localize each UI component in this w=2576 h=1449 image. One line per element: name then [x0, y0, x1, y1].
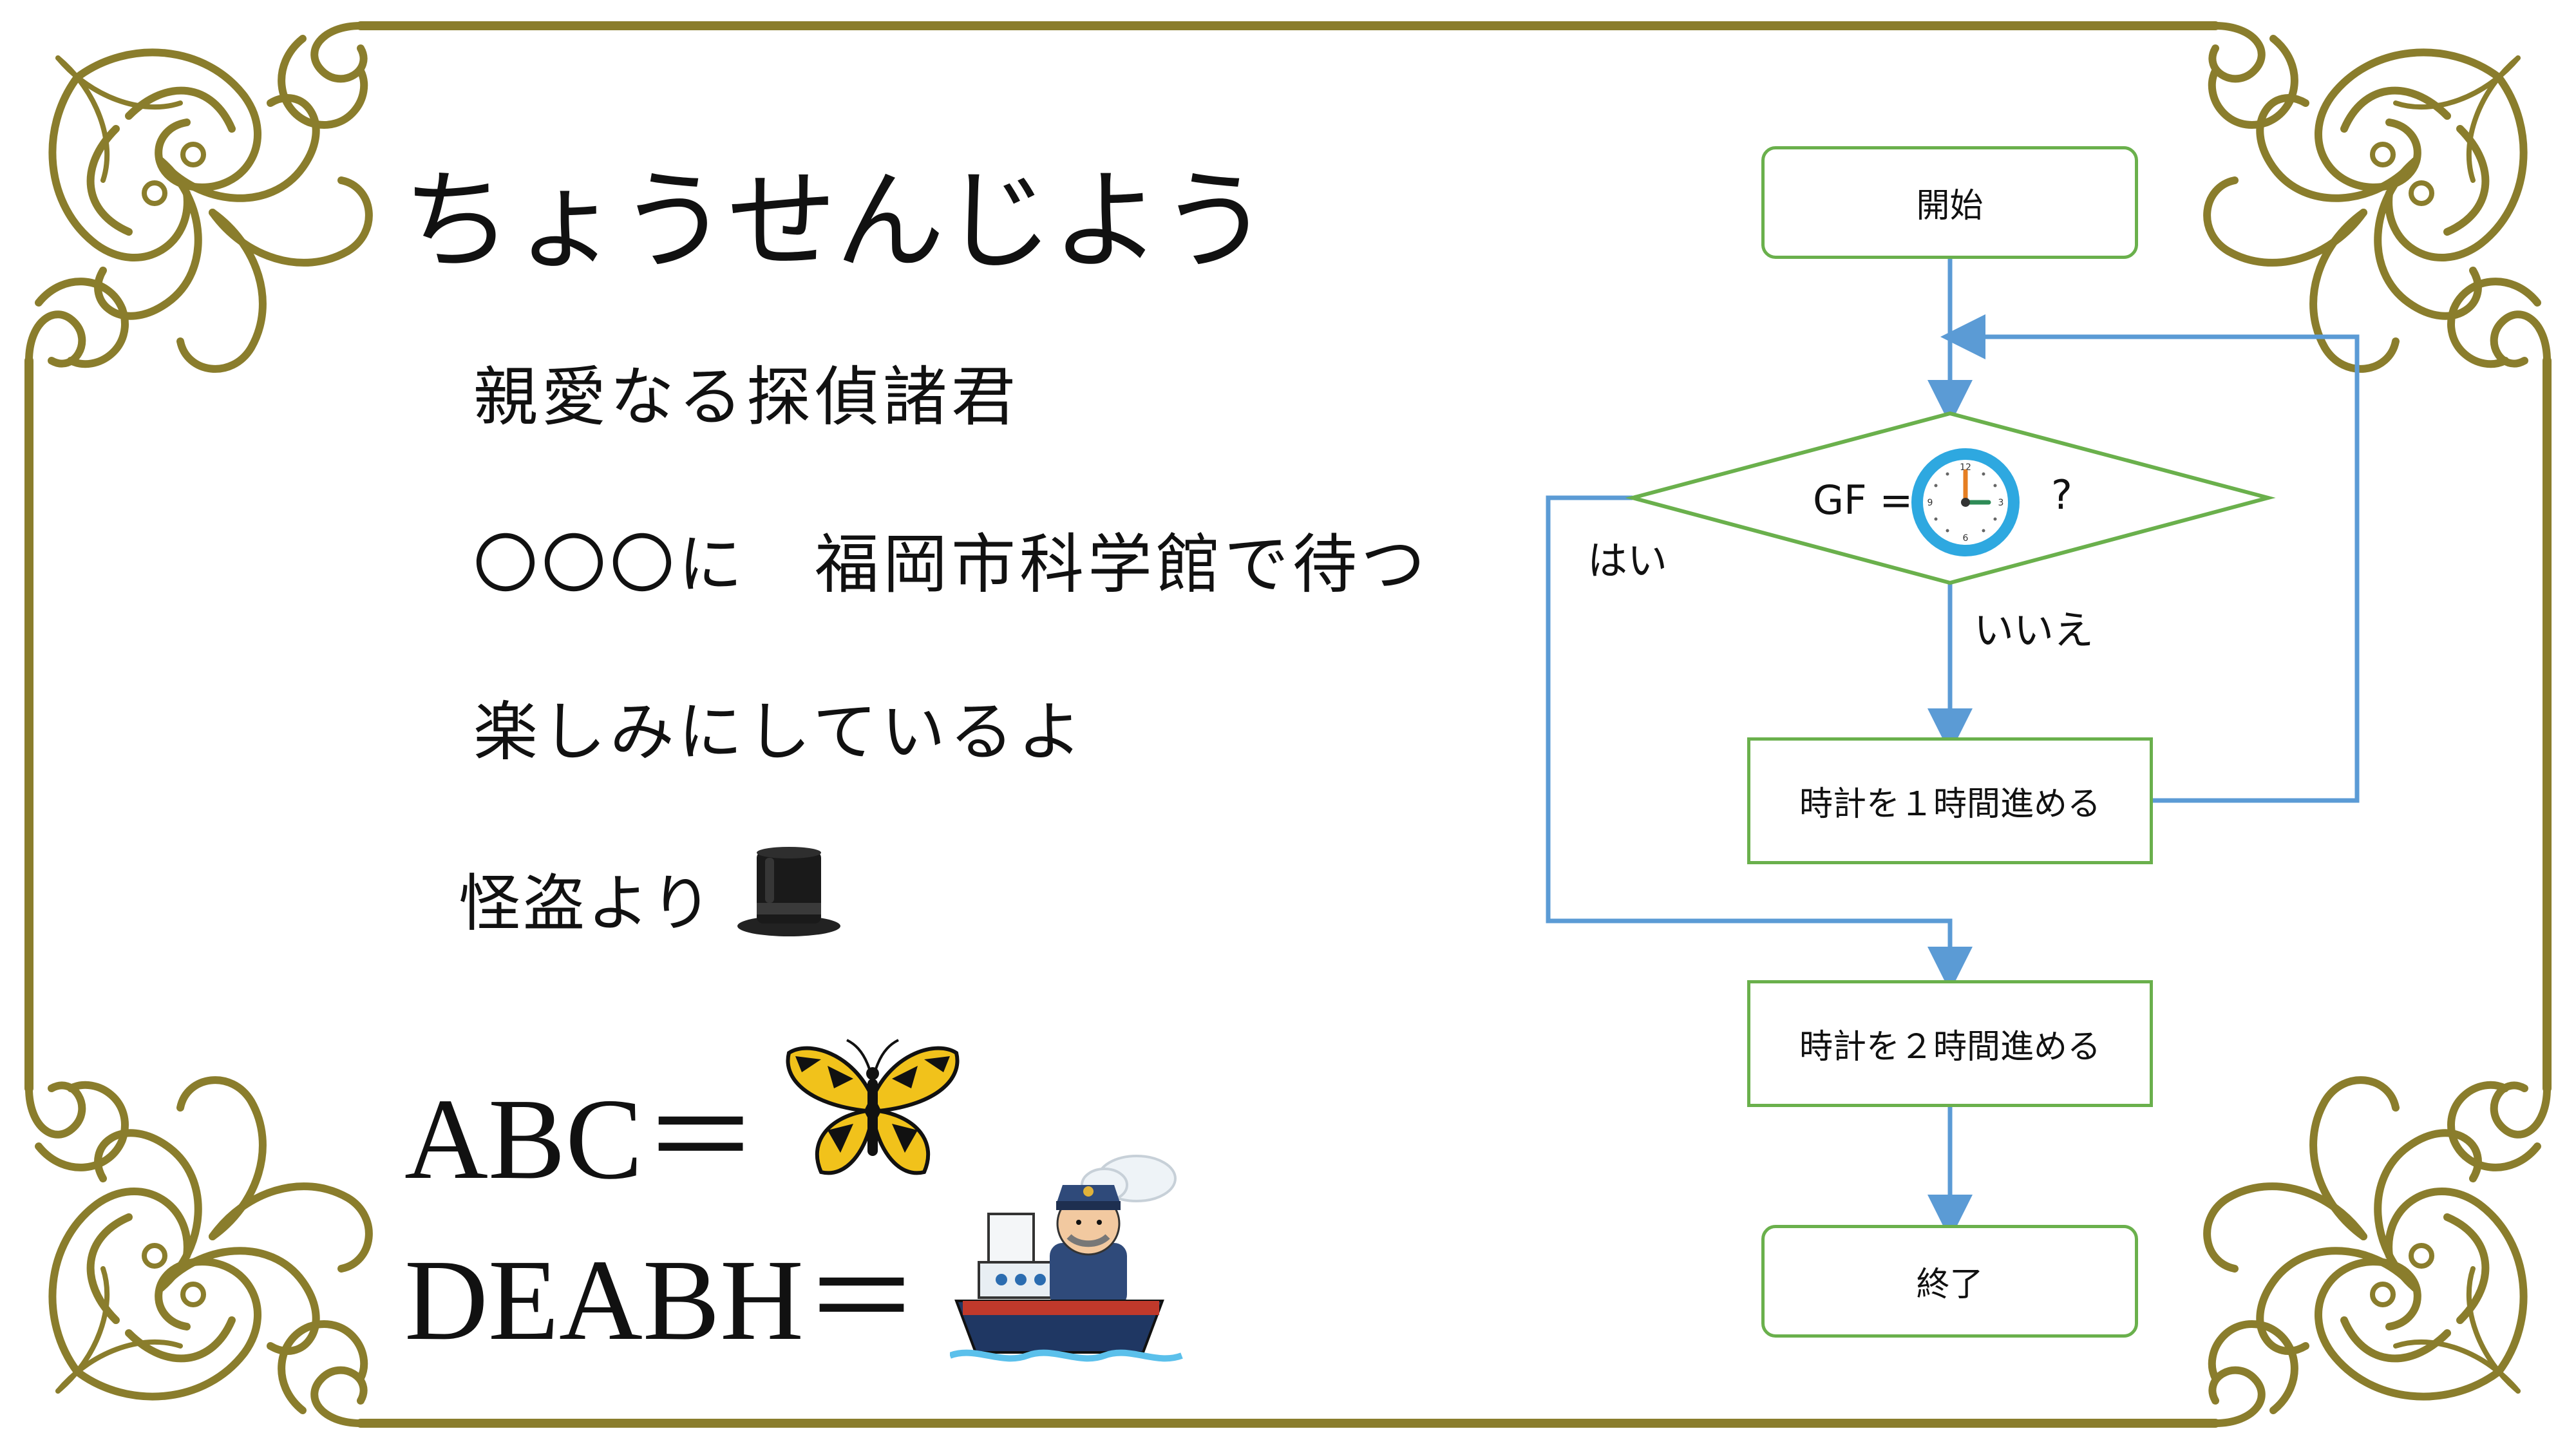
- letter-title: ちょうせんじよう: [402, 158, 1269, 285]
- letter-line-greeting: 親愛なる探偵諸君: [473, 359, 1019, 435]
- flow-end-box: 終了: [1761, 1225, 2138, 1338]
- equation-abc: ABC＝: [404, 1075, 759, 1203]
- yes-label: はい: [1587, 537, 1668, 584]
- letter-line-meeting: 〇〇〇に 福岡市科学館で待つ: [473, 527, 1429, 602]
- condition-suffix: ?: [2051, 471, 2072, 518]
- svg-text:9: 9: [1927, 498, 1933, 508]
- flow-end-label: 終了: [1916, 1265, 1984, 1304]
- svg-text:6: 6: [1963, 533, 1969, 544]
- flow-start-box: 開始: [1761, 146, 2138, 259]
- flow-start-label: 開始: [1916, 187, 1984, 225]
- flow-step1-box: 時計を１時間進める: [1747, 737, 2153, 864]
- svg-text:3: 3: [1998, 498, 2004, 508]
- arrow-condition-yes: [1546, 495, 1973, 992]
- ship-captain-icon: [950, 1155, 1183, 1362]
- condition-prefix: GF =: [1813, 477, 1913, 524]
- flow-step2-box: 時計を２時間進める: [1747, 980, 2153, 1107]
- arrow-loop-back: [1940, 314, 2360, 803]
- butterfly-icon: [786, 1039, 960, 1175]
- svg-text:12: 12: [1960, 462, 1971, 473]
- clock-icon: 12 3 6 9: [1911, 448, 2020, 556]
- letter-signature: 怪盗より: [459, 867, 715, 940]
- letter-line-closing: 楽しみにしているよ: [473, 694, 1086, 770]
- equation-deabh: DEABH＝: [404, 1236, 920, 1364]
- flow-step1-label: 時計を１時間進める: [1799, 785, 2101, 824]
- flow-step2-label: 時計を２時間進める: [1799, 1028, 2101, 1066]
- top-hat-icon: [737, 847, 840, 936]
- no-label: いいえ: [1974, 607, 2094, 654]
